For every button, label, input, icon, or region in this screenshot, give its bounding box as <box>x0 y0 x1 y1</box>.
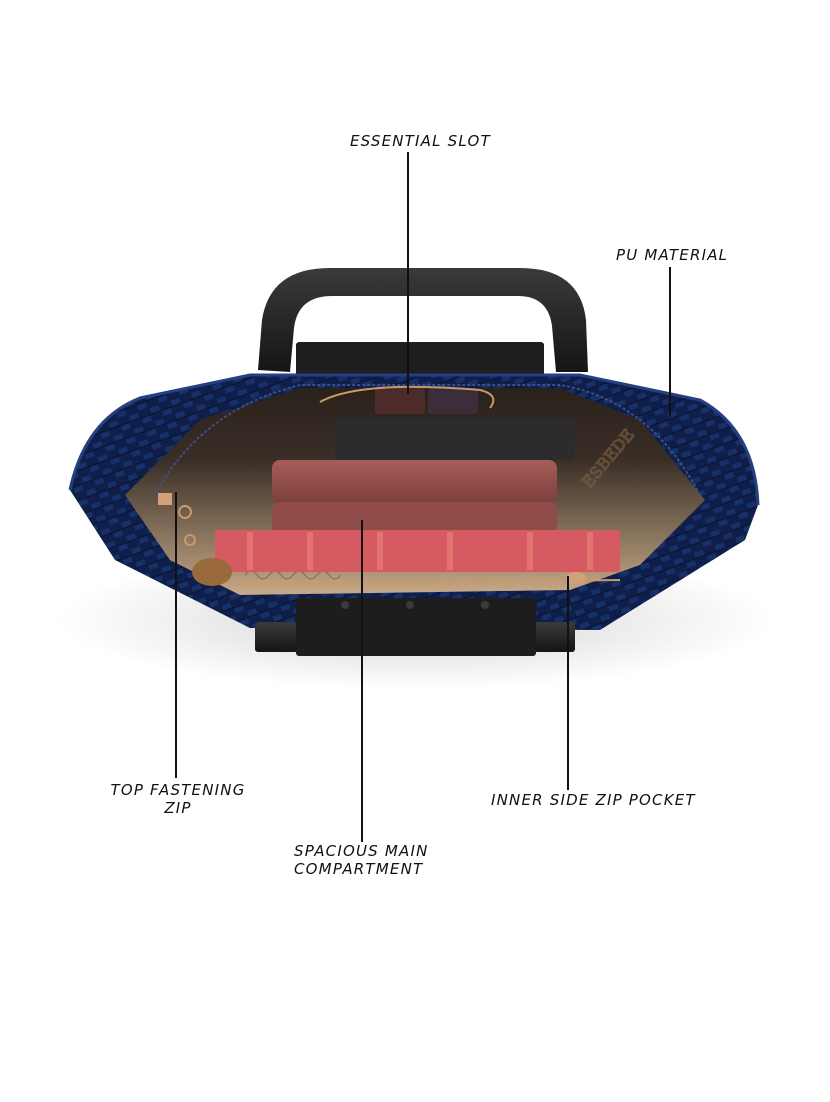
notebook <box>215 530 620 572</box>
label-top-fastening-zip: TOP FASTENING ZIP <box>108 781 248 817</box>
bag-rim-highlight <box>68 373 760 506</box>
leader-spacious-main <box>361 520 363 842</box>
leader-essential-slot <box>407 152 409 394</box>
pouch-bottom <box>272 502 557 534</box>
wallet <box>335 418 575 460</box>
zip-pull-right <box>239 572 621 586</box>
notebook-pattern <box>247 532 593 570</box>
label-spacious-main-line2: COMPARTMENT <box>294 860 424 878</box>
leader-pu-material <box>669 267 671 417</box>
handle-bar-top <box>296 342 544 378</box>
label-pu-material: PU MATERIAL <box>616 246 729 264</box>
leader-inner-side-zip <box>567 576 569 790</box>
essential-slot-item-left <box>375 388 425 414</box>
top-handle <box>258 268 588 372</box>
label-inner-side-zip-pocket: INNER SIDE ZIP POCKET <box>491 791 696 809</box>
essential-slot-item-right <box>428 388 478 414</box>
bottom-handle-plate <box>296 598 536 656</box>
pouch-top <box>272 460 557 504</box>
leader-top-fastening-zip <box>175 492 177 778</box>
label-top-fastening-zip-line2: ZIP <box>164 799 192 817</box>
essential-slot-zip <box>319 385 495 409</box>
label-essential-slot: ESSENTIAL SLOT <box>350 132 491 150</box>
top-zip-track <box>154 384 701 496</box>
label-spacious-main-compartment: SPACIOUS MAIN COMPARTMENT <box>294 842 429 878</box>
label-spacious-main-line1: SPACIOUS MAIN <box>294 842 429 860</box>
handle-rivets <box>341 601 489 609</box>
label-top-fastening-zip-line1: TOP FASTENING <box>110 781 246 799</box>
zip-pull-left <box>158 493 232 586</box>
